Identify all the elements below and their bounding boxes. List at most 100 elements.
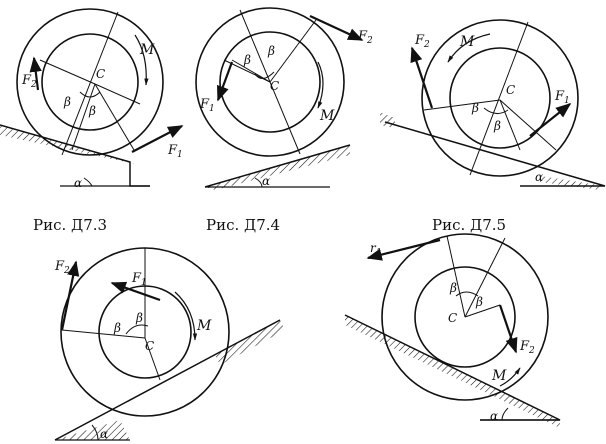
label-beta: β <box>113 321 121 335</box>
label-f1: F1 <box>167 143 183 160</box>
label-f1: r1 <box>370 241 381 258</box>
outer-wheel <box>195 7 345 157</box>
label-alpha: α <box>100 427 108 441</box>
label-f2: F2 <box>54 259 70 276</box>
angle-arc <box>483 107 509 114</box>
force-1-arrow <box>529 103 572 137</box>
alpha-arc <box>501 407 509 421</box>
angle-arc <box>125 324 149 335</box>
outer-wheel <box>421 19 579 177</box>
inner-wheel <box>414 266 516 368</box>
label-alpha: α <box>74 176 82 190</box>
figure-bottom-right: r1 F2 β β C M α <box>344 233 561 428</box>
radius-line <box>39 59 96 85</box>
label-f1: F1 <box>554 89 570 106</box>
incline-surface <box>54 319 281 441</box>
force-2-arrow <box>60 260 80 331</box>
label-beta: β <box>243 53 251 67</box>
alpha-arc <box>91 424 99 441</box>
label-beta: β <box>449 281 457 295</box>
moment-arrow <box>174 291 198 341</box>
label-c: C <box>145 339 154 353</box>
outer-wheel <box>381 233 549 401</box>
label-beta: β <box>135 311 143 325</box>
radius-line <box>94 83 135 151</box>
radius-line <box>464 237 506 318</box>
moment-arrow <box>317 61 324 109</box>
force-2-arrow <box>410 46 434 109</box>
moment-arrow <box>447 33 491 63</box>
label-m: M <box>196 318 212 334</box>
label-f1: F1 <box>131 271 147 288</box>
radius-line <box>499 99 521 151</box>
label-c: C <box>270 79 279 93</box>
radius-line <box>144 337 161 381</box>
figure-d7-5: F2 F1 M C β β α <box>380 19 606 190</box>
moment-arrow <box>499 367 521 387</box>
inner-wheel <box>219 31 321 133</box>
force-1-arrow <box>110 281 161 302</box>
figure-d7-3: F2 C β β M F1 α <box>0 8 184 190</box>
ground-hatch <box>55 420 130 440</box>
figure-bottom-left: F2 F1 β β C M α <box>54 247 285 441</box>
label-c: C <box>506 83 515 97</box>
caption-d7-3: Рис. Д7.3 <box>33 216 107 234</box>
label-c: C <box>96 67 105 81</box>
figure-d7-4: F1 F2 β β C M α <box>195 7 373 190</box>
radius-line <box>269 19 317 83</box>
label-f2: F2 <box>414 33 430 50</box>
spoke-line <box>61 11 119 156</box>
radius-line <box>464 304 501 318</box>
label-beta: β <box>63 95 71 109</box>
incline-hatch <box>215 320 285 365</box>
wall-hatch <box>380 112 395 128</box>
label-f2: F2 <box>519 339 535 356</box>
angle-arc <box>455 291 479 297</box>
force-2-arrow <box>498 304 518 354</box>
incline-hatch <box>345 315 560 428</box>
incline-hatch <box>0 125 135 164</box>
radius-line <box>446 235 466 318</box>
label-c: C <box>448 311 457 325</box>
alpha-arc <box>254 177 263 188</box>
label-alpha: α <box>535 170 543 184</box>
force-2-arrow <box>309 15 364 41</box>
label-beta: β <box>267 44 275 58</box>
ground-hatch <box>540 176 605 190</box>
angle-arc <box>79 91 101 98</box>
label-m: M <box>319 108 335 124</box>
label-beta: β <box>493 119 501 133</box>
angle-arc <box>254 71 275 79</box>
label-alpha: α <box>490 409 498 423</box>
caption-d7-4: Рис. Д7.4 <box>206 216 280 234</box>
label-m: M <box>459 34 475 50</box>
force-1-arrow <box>131 125 184 153</box>
spoke-line <box>469 21 529 176</box>
outer-wheel <box>16 8 164 156</box>
label-m: M <box>139 42 155 58</box>
radius-line <box>71 83 96 151</box>
label-f2: F2 <box>21 73 37 90</box>
force-1-arrow <box>366 238 441 261</box>
inner-wheel <box>41 33 139 131</box>
radius-line <box>499 99 557 151</box>
radius-line <box>94 83 141 105</box>
alpha-arc <box>83 177 93 187</box>
label-beta: β <box>471 101 479 115</box>
caption-d7-5: Рис. Д7.5 <box>432 216 506 234</box>
moment-arrow <box>134 34 149 86</box>
label-m: M <box>491 368 507 384</box>
label-beta: β <box>475 295 483 309</box>
label-beta: β <box>88 104 96 118</box>
force-2-arrow <box>29 56 42 91</box>
label-f2: F2 <box>357 29 373 46</box>
inner-wheel <box>449 47 551 149</box>
incline-hatch <box>205 145 350 190</box>
radius-line <box>423 99 501 111</box>
label-alpha: α <box>262 174 270 188</box>
label-f1: F1 <box>199 97 215 114</box>
radius-line <box>61 329 146 339</box>
force-1-arrow <box>216 61 234 102</box>
